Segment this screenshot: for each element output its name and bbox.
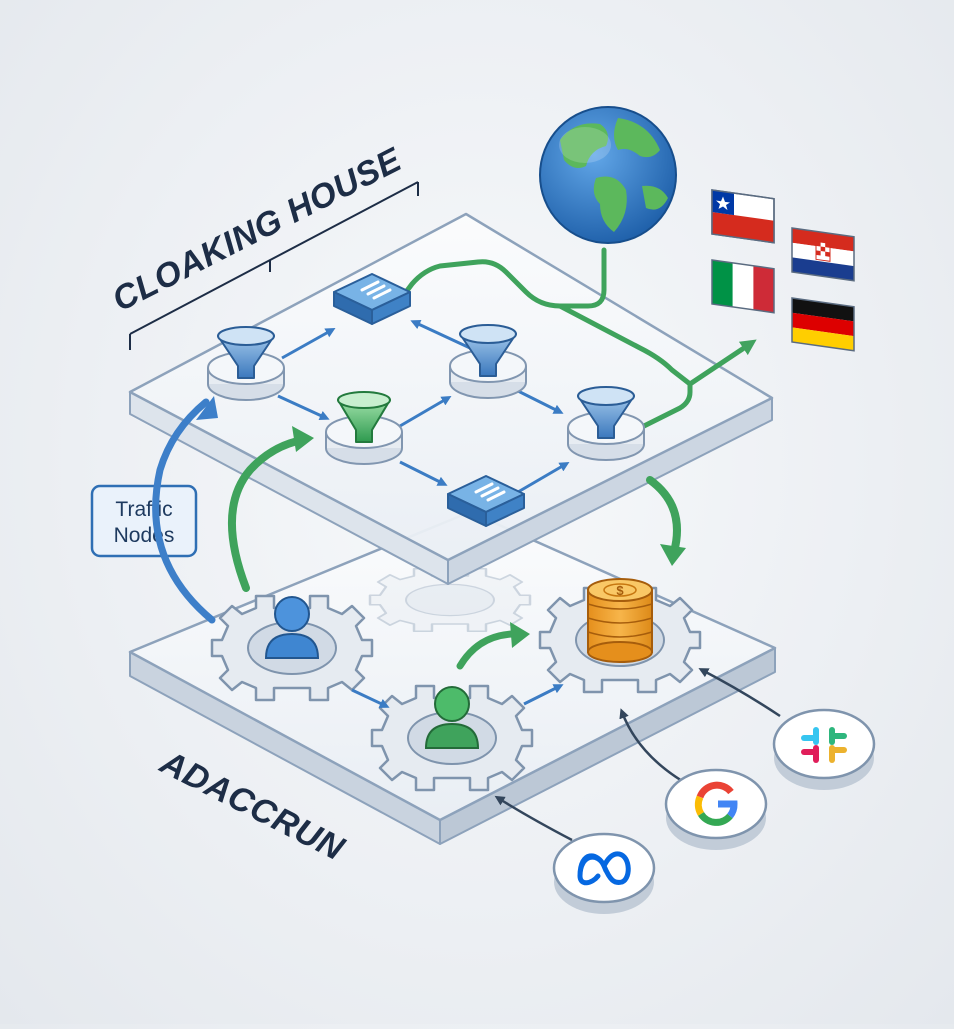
google-icon — [694, 781, 738, 826]
bottom-flow-arrows — [351, 684, 564, 708]
layer-arrows — [152, 396, 686, 670]
chile-flag-icon — [711, 189, 775, 244]
meta-button[interactable] — [552, 832, 656, 914]
funnel-node-4[interactable] — [567, 386, 645, 461]
funnel-node-3[interactable] — [449, 324, 527, 399]
svg-text:$: $ — [616, 583, 624, 598]
meta-icon — [577, 851, 631, 886]
arrow-head — [660, 544, 686, 566]
callout-line-1: Traffic — [115, 498, 172, 521]
slack-icon — [801, 727, 847, 763]
germany-flag-icon — [791, 297, 855, 352]
slack-button[interactable] — [772, 708, 876, 790]
green-route — [403, 247, 757, 431]
gear-node-1[interactable] — [210, 594, 374, 702]
arrow-head — [510, 622, 530, 648]
user-icon — [264, 596, 320, 659]
gear-node-3[interactable]: $ — [538, 578, 702, 694]
arrow-head — [196, 396, 218, 420]
google-button[interactable] — [664, 768, 768, 850]
gear-node-2[interactable] — [370, 684, 534, 792]
croatia-flag-icon — [791, 227, 855, 282]
funnel-node-1[interactable] — [207, 326, 285, 401]
globe-icon — [539, 106, 677, 244]
title-bracket — [129, 181, 419, 350]
top-flow-arrows — [277, 319, 570, 494]
dollar-coins-icon: $ — [587, 578, 653, 663]
traffic-nodes-callout: Traffic Nodes — [90, 484, 198, 558]
user-icon — [424, 686, 480, 749]
arrow-head — [292, 426, 314, 452]
callout-line-2: Nodes — [114, 524, 175, 547]
italy-flag-icon — [711, 259, 775, 314]
